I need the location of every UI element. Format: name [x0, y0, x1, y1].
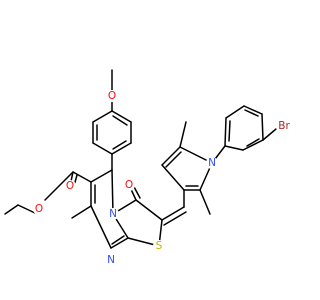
bromophenyl-ring-bond [261, 113, 264, 141]
pyrimidine-ring-bond [111, 169, 114, 215]
ester-carbon-bond [72, 171, 92, 183]
pyrimidine-ring-bond [90, 169, 113, 183]
atom-n-pyrrole: N [206, 157, 218, 169]
anisole-ring-bond [92, 110, 113, 123]
chemical-structure-diagram: O Br N O O O N N [4, 69, 292, 266]
atom-label-br: Br [278, 120, 290, 132]
atom-label-o-ester-ether: O [35, 203, 43, 215]
bromophenyl-ring-bond [225, 105, 245, 119]
atom-labels: O Br N O O O N N [33, 90, 292, 266]
pyrrole-ring-bond [161, 164, 185, 191]
ester-ether-bond [44, 171, 74, 201]
atom-label-o-ester-carbonyl: O [66, 180, 74, 192]
ethyl-bond [17, 204, 36, 214]
atom-label-o-ketone: O [125, 179, 133, 191]
atom-o-ester-carbonyl: O [64, 180, 76, 192]
pyrimidine-ring-bond [90, 205, 112, 249]
bromophenyl-inner-double-bond [228, 120, 231, 142]
atom-o-ester-ether: O [33, 203, 45, 215]
anisole-ring-bond [111, 142, 132, 155]
bromophenyl-ring-bond [243, 105, 263, 115]
anisole-ring-bond [92, 142, 113, 155]
atom-br: Br [276, 118, 292, 134]
atom-label-n-pyrrole: N [208, 157, 216, 169]
atom-n-ring-fusion: N [107, 208, 119, 220]
bromophenyl-ring-bond [242, 139, 264, 151]
bromophenyl-inner-double-bond [244, 109, 259, 117]
pyrimidine-ring-bond [110, 237, 129, 249]
ring-methyl-bond [71, 205, 92, 219]
atom-o-methoxy: O [106, 90, 118, 102]
pyrrole-ring-bond [161, 146, 181, 166]
atom-o-ketone: O [123, 179, 135, 191]
bond-lines [4, 69, 277, 249]
bromophenyl-ring-bond [224, 145, 244, 151]
pyrrole-methyl-bond [179, 121, 187, 148]
pyrrole-inner-double-bond [165, 151, 182, 168]
anisole-ring-bond [111, 110, 132, 123]
bromophenyl-inner-double-bond [246, 138, 260, 147]
anisole-inner-double-bond [112, 115, 128, 126]
atom-label-n-pyrimidine: N [107, 254, 115, 266]
methylidene-double-bond [163, 211, 187, 226]
bromophenyl-ring-bond [224, 117, 227, 147]
atom-s-thiazole: S [153, 240, 165, 252]
atom-label-n-ring-fusion: N [109, 208, 117, 220]
anisole-inner-double-bond [112, 140, 127, 150]
aryl-bromine-bond [262, 128, 277, 141]
methylidene-double-bond [161, 206, 185, 221]
atom-label-o-methoxy: O [108, 90, 116, 102]
atom-label-s-thiazole: S [156, 240, 163, 252]
ethyl-bond [4, 204, 19, 215]
pyrimidine-inner-double-bond [111, 235, 125, 245]
pyrrole-methyl-bond [199, 189, 211, 215]
atom-n-pyrimidine: N [105, 254, 117, 266]
thiazole-ring-bond [135, 199, 163, 221]
